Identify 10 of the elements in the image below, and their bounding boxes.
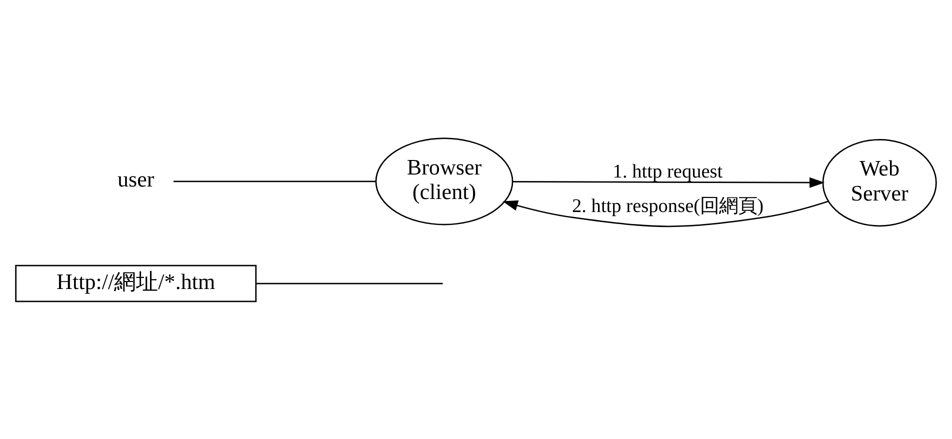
node-ellipse: Browser (client) <box>375 137 514 225</box>
edge-label: 2. http response(回網頁) <box>572 196 764 217</box>
edge-label: 1. http request <box>612 161 723 182</box>
node-ellipse: Web Server <box>822 138 937 226</box>
connector <box>174 180 376 182</box>
arrow <box>512 176 825 188</box>
node-text: user <box>117 166 154 192</box>
node-box: Http://網址/*.htm <box>15 264 257 302</box>
connector <box>256 282 443 284</box>
arrow <box>502 200 828 227</box>
